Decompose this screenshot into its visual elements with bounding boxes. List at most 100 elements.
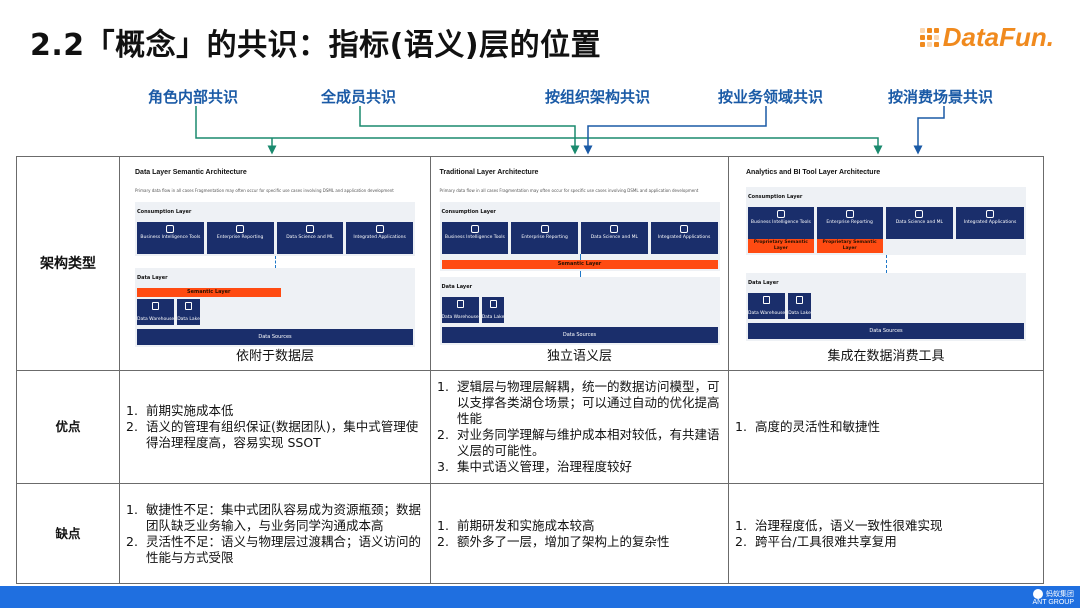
list-item: 1.敏捷性不足：集中式团队容易成为资源瓶颈；数据团队缺乏业务输入，与业务同学沟通… [126,501,422,533]
sources-box: Data Sources [137,328,413,345]
data-label: Data Layer [137,274,168,281]
lake-box: Data Lake [788,292,811,319]
bottom-bar [0,586,1080,608]
consumption-panel: Consumption Layer Business Intelligence … [746,186,1026,255]
data-panel: Data Layer Data Warehouse Data Lake Data… [439,276,720,345]
diagram-title: Traditional Layer Architecture [439,168,539,176]
semantic-layer-bar: Semantic Layer [441,259,718,269]
box-ds: Data Science and ML [581,221,648,254]
pros-cell-1: 1.前期实施成本低 2.语义的管理有组织保证(数据团队)，集中式管理使得治理程度… [119,370,431,484]
bi-icon [166,224,175,233]
brain-icon [610,224,619,233]
logo-text: DataFun. [942,22,1054,52]
report-icon [540,224,549,233]
datafun-logo: DataFun. [919,22,1054,53]
apps-icon [375,224,384,233]
consensus-label-domain: 按业务领域共识 [718,88,824,106]
warehouse-box: Data Warehouse [441,296,479,323]
cons-cell-3: 1.治理程度低，语义一致性很难实现 2.跨平台/工具很难共享复用 [728,483,1044,584]
diagram-title: Data Layer Semantic Architecture [135,168,247,176]
consumption-label: Consumption Layer [748,193,803,200]
consensus-label-all: 全成员共识 [321,88,397,106]
cons-row-header: 缺点 [16,483,120,584]
cons-row: 缺点 1.敏捷性不足：集中式团队容易成为资源瓶颈；数据团队缺乏业务输入，与业务同… [16,483,1044,584]
arch-cell-3: Analytics and BI Tool Layer Architecture… [728,156,1044,371]
ant-group-logo: 蚂蚁集团 ANT GROUP [1032,589,1075,607]
box-apps: Integrated Applications [956,206,1024,239]
lake-icon [185,301,193,310]
apps-icon [986,209,995,218]
lake-box: Data Lake [481,296,505,323]
box-reporting: Enterprise Reporting [816,206,883,239]
brand-cn: 蚂蚁集团 [1046,590,1074,598]
pros-cell-2: 1.逻辑层与物理层解耦，统一的数据访问模型，可以支撑各类湖仓场景；可以通过自动的… [430,370,729,484]
arch-caption-1: 依附于数据层 [235,348,314,364]
list-item: 1.前期研发和实施成本较高 [437,517,595,533]
list-item: 2.语义的管理有组织保证(数据团队)，集中式管理使得治理程度高，容易实现 SSO… [126,419,419,450]
consumption-label: Consumption Layer [441,208,496,215]
consensus-label-scenario: 按消费场景共识 [888,88,994,106]
apps-icon [680,224,689,233]
sources-box: Data Sources [441,326,718,343]
warehouse-box: Data Warehouse [748,292,786,319]
page-title: 2.2「概念」的共识：指标(语义)层的位置 [30,28,602,63]
bi-icon [776,209,785,218]
arch-cell-1: Data Layer Semantic Architecture Primary… [119,156,431,371]
box-ds: Data Science and ML [276,221,344,254]
list-item: 2.灵活性不足：语义与物理层过渡耦合；语义访问的性能与方式受限 [126,533,422,565]
proprietary-semantic-1: Proprietary Semantic Layer [748,238,814,253]
box-apps: Integrated Applications [650,221,718,254]
box-apps: Integrated Applications [346,221,413,254]
proprietary-semantic-2: Proprietary Semantic Layer [816,238,883,253]
box-bi: Business Intelligence Tools [441,221,509,254]
sources-box: Data Sources [748,322,1024,339]
pros-cell-3: 1.高度的灵活性和敏捷性 [728,370,1044,484]
consensus-label-org: 按组织架构共识 [545,88,651,106]
ant-group-icon [1033,589,1043,599]
arch-cell-2: Traditional Layer Architecture Primary d… [430,156,729,371]
list-item: 2.跨平台/工具很难共享复用 [735,533,897,549]
pros-row: 优点 1.前期实施成本低 2.语义的管理有组织保证(数据团队)，集中式管理使得治… [16,370,1044,484]
list-item: 1.高度的灵活性和敏捷性 [735,419,881,434]
data-label: Data Layer [748,279,779,286]
warehouse-box: Data Warehouse [137,298,175,325]
report-icon [236,224,245,233]
lake-box: Data Lake [177,298,200,325]
list-item: 2.额外多了一层，增加了架构上的复杂性 [437,533,670,549]
data-panel: Data Layer Data Warehouse Data Lake Data… [746,272,1026,341]
arch-caption-2: 独立语义层 [546,348,612,364]
connector-scenario [913,106,945,155]
warehouse-icon [763,295,771,304]
list-item: 3.集中式语义管理，治理程度较好 [437,459,633,474]
box-reporting: Enterprise Reporting [511,221,578,254]
report-icon [845,209,854,218]
comparison-table: 架构类型 Data Layer Semantic Architecture Pr… [16,156,1044,584]
logo-dots-icon [919,28,939,47]
arch-row-header: 架构类型 [16,156,120,371]
diagram-legend: Primary data flow in all cases Fragmenta… [135,187,394,193]
bi-icon [470,224,479,233]
data-panel: Data Layer Semantic Layer Data Warehouse… [135,267,415,347]
arch-row: 架构类型 Data Layer Semantic Architecture Pr… [16,156,1044,371]
box-ds: Data Science and ML [885,206,954,239]
connector-domain [583,106,767,155]
data-label: Data Layer [441,283,473,290]
diagram-traditional: Traditional Layer Architecture Primary d… [439,165,720,345]
brain-icon [305,224,314,233]
box-bi: Business Intelligence Tools [748,206,814,239]
connector-role [195,106,883,155]
consumption-panel: Consumption Layer Business Intelligence … [439,201,720,271]
cons-cell-2: 1.前期研发和实施成本较高 2.额外多了一层，增加了架构上的复杂性 [430,483,729,584]
lake-icon [796,295,804,304]
warehouse-icon [152,301,160,310]
consumption-label: Consumption Layer [137,208,192,215]
warehouse-icon [456,299,464,308]
semantic-layer-bar: Semantic Layer [137,287,281,297]
list-item: 1.治理程度低，语义一致性很难实现 [735,517,943,533]
list-item: 1.逻辑层与物理层解耦，统一的数据访问模型，可以支撑各类湖仓场景；可以通过自动的… [437,379,720,426]
brand-en: ANT GROUP [1032,599,1075,606]
diagram-title: Analytics and BI Tool Layer Architecture [746,168,881,176]
pros-row-header: 优点 [16,370,120,484]
cons-cell-1: 1.敏捷性不足：集中式团队容易成为资源瓶颈；数据团队缺乏业务输入，与业务同学沟通… [119,483,431,584]
consumption-panel: Consumption Layer Business Intelligence … [135,201,415,256]
